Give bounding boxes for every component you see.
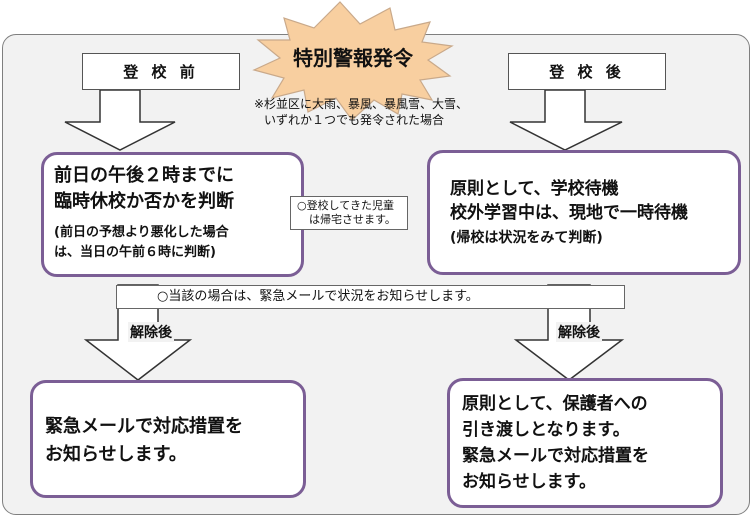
lifted-label-left: 解除後 — [128, 322, 174, 342]
condition-text: ※杉並区に大雨、暴風、暴風雪、大雪、 いずれか１つでも発令された場合 — [254, 96, 514, 128]
arrow-after-school — [509, 89, 623, 151]
after-school-label: 登 校 後 — [508, 53, 666, 90]
bottom-left-line-1: 緊急メールで対応措置を — [45, 416, 243, 437]
condition-line-2: いずれか１つでも発令された場合 — [264, 113, 445, 127]
left-card-line-1: 前日の午後２時までに — [54, 165, 234, 186]
left-card-line-2: 臨時休校か否かを判断 — [54, 191, 234, 212]
bottom-right-line-2: 引き渡しとなります。 — [462, 420, 630, 440]
bottom-left-notice-card: 緊急メールで対応措置を お知らせします。 — [30, 380, 306, 498]
alert-banner-title: 特別警報発令 — [293, 46, 413, 70]
before-school-label: 登 校 前 — [82, 53, 240, 90]
side-note-line-1: ○登校してきた児童 — [297, 199, 394, 212]
alert-burst-shape — [252, 1, 454, 121]
student-return-note: ○登校してきた児童 は帰宅させます。 — [290, 196, 408, 230]
left-card-line-3: (前日の予想より悪化した場合 — [54, 225, 229, 240]
email-notice-bar: ○当該の場合は、緊急メールで状況をお知らせします。 — [116, 285, 625, 309]
right-card-line-3: (帰校は状況をみて判断) — [450, 230, 603, 246]
right-card-line-2: 校外学習中は、現地で一時待機 — [450, 203, 688, 223]
bottom-right-line-4: お知らせします。 — [462, 472, 596, 492]
left-card-line-4: は、当日の午前６時に判断) — [54, 245, 216, 260]
bottom-right-line-3: 緊急メールで対応措置を — [462, 446, 649, 466]
side-note-line-2: は帰宅させます。 — [309, 213, 396, 226]
right-card-line-1: 原則として、学校待機 — [450, 179, 619, 199]
bottom-left-line-2: お知らせします。 — [45, 444, 187, 465]
arrow-before-school — [64, 89, 176, 151]
bottom-right-handover-card: 原則として、保護者への 引き渡しとなります。 緊急メールで対応措置を お知らせし… — [447, 378, 723, 508]
before-school-decision-card: 前日の午後２時までに 臨時休校か否かを判断 (前日の予想より悪化した場合 は、当… — [41, 152, 304, 277]
after-school-wait-card: 原則として、学校待機 校外学習中は、現地で一時待機 (帰校は状況をみて判断) — [427, 150, 741, 275]
lifted-label-right: 解除後 — [556, 322, 602, 342]
condition-line-1: ※杉並区に大雨、暴風、暴風雪、大雪、 — [254, 97, 469, 111]
bottom-right-line-1: 原則として、保護者への — [462, 394, 648, 414]
